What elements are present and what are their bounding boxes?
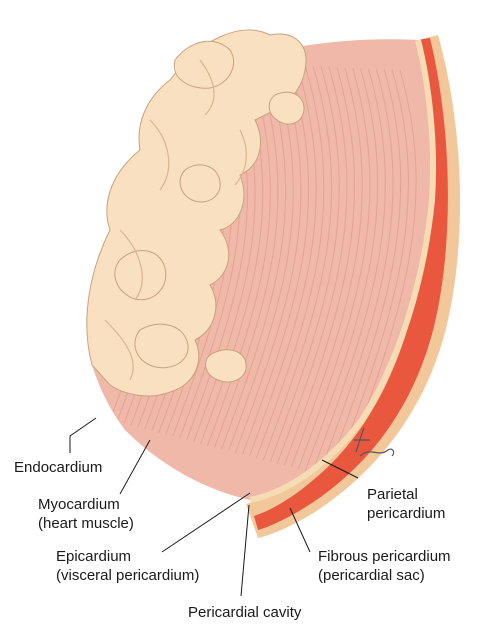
muscle-fiber bbox=[255, 66, 325, 459]
parietal-pericardium-leader bbox=[321, 459, 359, 479]
trabeculae-shading bbox=[104, 59, 247, 381]
epicardium-layer bbox=[249, 39, 437, 503]
muscle-fiber bbox=[283, 67, 356, 466]
fibrous-pericardium-layer bbox=[246, 35, 461, 538]
fibrous-subtext: (pericardial sac) bbox=[318, 567, 425, 584]
pericardial-cavity-label: Pericardial cavity bbox=[188, 603, 301, 622]
pericardial-cavity-text: Pericardial cavity bbox=[188, 604, 302, 621]
epicardium-subtext: (visceral pericardium) bbox=[56, 567, 200, 584]
epicardium-label: Epicardium (visceral pericardium) bbox=[56, 547, 199, 585]
muscle-fiber bbox=[241, 65, 310, 455]
myocardium-label: Myocardium (heart muscle) bbox=[38, 495, 134, 533]
muscle-fiber bbox=[207, 64, 271, 446]
muscle-fiber bbox=[269, 66, 340, 462]
artist-signature bbox=[354, 427, 395, 457]
muscle-fiber bbox=[325, 69, 402, 477]
muscle-fiber bbox=[276, 67, 348, 464]
muscle-fiber bbox=[248, 65, 317, 457]
fibrous-pericardium-leader bbox=[289, 507, 311, 553]
myocardium-subtext: (heart muscle) bbox=[38, 515, 134, 532]
muscle-fiber bbox=[262, 66, 332, 461]
endocardium-label: Endocardium bbox=[14, 458, 102, 477]
pericardial-cavity-leader bbox=[240, 504, 250, 597]
parietal-pericardium-layer bbox=[254, 38, 448, 530]
endocardium-trabeculae bbox=[86, 29, 307, 397]
parietal-text: Parietal bbox=[367, 486, 418, 503]
parietal-pericardium-label: Parietal pericardium bbox=[367, 485, 445, 523]
myocardium-text: Myocardium bbox=[38, 496, 120, 513]
muscle-fiber bbox=[290, 67, 363, 468]
endocardium-text: Endocardium bbox=[14, 459, 103, 476]
fibrous-text: Fibrous pericardium bbox=[318, 548, 451, 565]
myocardium-leader bbox=[119, 439, 151, 495]
epicardium-leader bbox=[161, 492, 251, 553]
muscle-fiber bbox=[332, 69, 409, 479]
epicardium-text: Epicardium bbox=[56, 548, 132, 565]
fibrous-pericardium-label: Fibrous pericardium (pericardial sac) bbox=[318, 547, 451, 585]
endocardium-leader bbox=[69, 417, 97, 453]
muscle-fiber bbox=[297, 68, 371, 470]
leader-lines bbox=[69, 417, 359, 597]
muscle-fiber bbox=[304, 68, 379, 472]
muscle-fiber bbox=[214, 64, 279, 448]
muscle-fiber bbox=[311, 68, 386, 473]
parietal-subtext: pericardium bbox=[367, 505, 446, 522]
muscle-fiber bbox=[318, 68, 394, 475]
